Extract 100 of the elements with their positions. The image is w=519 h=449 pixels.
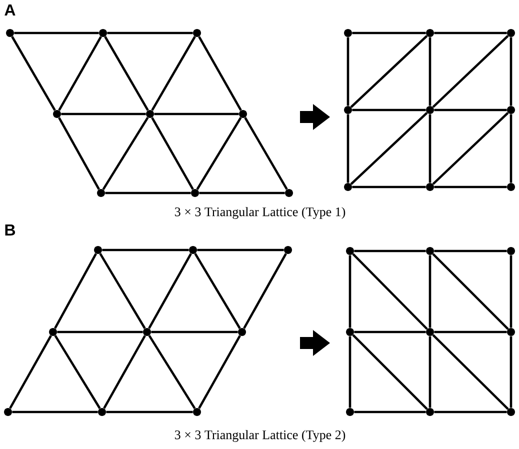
lattice-point <box>94 246 102 254</box>
lattice-point <box>191 189 199 197</box>
lattice-edge <box>510 255 512 328</box>
lattice-edge <box>510 114 512 183</box>
lattice-edge <box>104 36 149 111</box>
lattice-point <box>146 110 154 118</box>
lattice-edge <box>243 253 287 329</box>
lattice-edge <box>352 108 426 112</box>
lattice-edge <box>352 32 426 34</box>
lattice-point <box>426 29 434 37</box>
lattice-point <box>285 189 293 197</box>
lattice-edge <box>198 335 241 409</box>
lattice-edge <box>54 334 101 409</box>
lattice-edge <box>148 253 192 329</box>
lattice-point <box>507 408 515 416</box>
lattice-point <box>426 246 434 255</box>
lattice-edge <box>434 32 507 34</box>
lattice-point <box>239 110 247 118</box>
lattice-edge <box>154 112 239 116</box>
lattice-edge <box>432 112 509 185</box>
lattice-point <box>346 246 354 255</box>
lattice-point <box>344 106 352 114</box>
lattice-edge <box>354 250 426 252</box>
lattice-edge <box>428 255 432 328</box>
lattice-edge <box>428 114 432 183</box>
lattice-edge <box>151 117 194 190</box>
panel-letter: A <box>4 4 16 16</box>
lattice-edge <box>434 330 507 334</box>
lattice-point <box>6 29 14 37</box>
lattice-edge <box>352 334 428 410</box>
lattice-edge <box>99 253 146 329</box>
lattice-point <box>4 408 12 416</box>
lattice-edge <box>346 114 350 183</box>
lattice-edge <box>350 35 428 108</box>
lattice-point <box>344 182 352 191</box>
lattice-edge <box>57 330 143 334</box>
lattice-edge <box>244 117 288 190</box>
lattice-edge <box>12 410 98 414</box>
lattice-point <box>426 182 434 191</box>
lattice-point <box>284 246 292 254</box>
lattice-point <box>346 408 354 416</box>
lattice-edge <box>54 253 97 329</box>
lattice-edge <box>198 36 242 111</box>
lattice-point <box>143 328 151 336</box>
lattice-point <box>193 408 201 416</box>
lattice-edge <box>14 32 99 34</box>
lattice-edge <box>350 112 428 185</box>
lattice-point <box>193 29 201 37</box>
lattice-edge <box>105 192 191 194</box>
lattice-edge <box>107 32 193 34</box>
lattice-edge <box>432 35 509 108</box>
lattice-edge <box>434 108 507 112</box>
lattice-edge <box>432 334 509 410</box>
lattice-edge <box>346 37 350 106</box>
lattice-edge <box>348 255 352 328</box>
lattice-edge <box>199 192 285 194</box>
lattice-point <box>426 106 434 114</box>
lattice-edge <box>354 410 426 414</box>
lattice-edge <box>102 116 149 190</box>
lattice-edge <box>428 37 432 106</box>
lattice-edge <box>197 248 284 252</box>
lattice-edge <box>11 36 56 111</box>
lattice-edge <box>352 253 428 330</box>
lattice-point <box>426 408 434 416</box>
lattice-edge <box>194 253 241 329</box>
lattice-point <box>97 189 105 197</box>
lattice-edge <box>432 253 509 330</box>
lattice-edge <box>103 335 146 409</box>
lattice-edge <box>9 335 52 409</box>
lattice-point <box>507 106 515 114</box>
lattice-point <box>238 328 246 336</box>
lattice-point <box>189 246 197 254</box>
caption: 3 × 3 Triangular Lattice (Type 1) <box>175 207 346 219</box>
lattice-point <box>507 29 515 37</box>
lattice-edge <box>148 334 196 410</box>
lattice-point <box>346 328 354 336</box>
lattice-edge <box>106 410 193 414</box>
lattice-point <box>426 328 434 336</box>
lattice-edge <box>151 330 238 334</box>
lattice-edge <box>151 36 196 111</box>
lattice-edge <box>434 410 507 414</box>
caption: 3 × 3 Triangular Lattice (Type 2) <box>175 430 346 442</box>
lattice-point <box>344 29 352 37</box>
lattice-point <box>49 328 57 336</box>
lattice-point <box>507 328 515 336</box>
lattice-edge <box>102 248 189 252</box>
lattice-edge <box>58 36 102 111</box>
lattice-edge <box>58 117 100 190</box>
lattice-edge <box>510 336 512 408</box>
lattice-edge <box>196 116 242 190</box>
lattice-edge <box>428 336 432 408</box>
lattice-edge <box>352 186 426 188</box>
lattice-edge <box>348 336 352 408</box>
lattice-point <box>507 182 515 191</box>
lattice-edge <box>354 330 426 334</box>
lattice-point <box>53 110 61 118</box>
lattice-edge <box>61 112 146 116</box>
panel-letter: B <box>5 224 16 236</box>
lattice-point <box>98 408 106 416</box>
lattice-edge <box>510 37 512 106</box>
